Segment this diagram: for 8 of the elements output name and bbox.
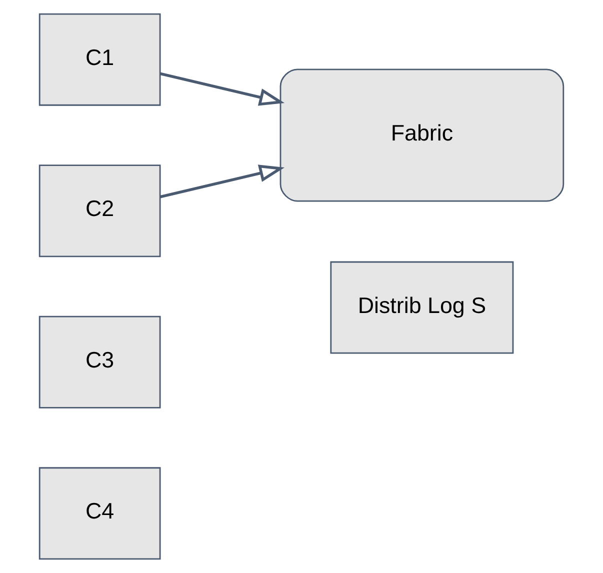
- node-box: C1: [38, 13, 161, 106]
- node-box: Fabric: [280, 68, 564, 202]
- node-box: C2: [38, 164, 161, 258]
- node-box: Distrib Log S: [330, 261, 514, 354]
- node-box: C3: [38, 316, 161, 408]
- node-box: C4: [38, 467, 161, 560]
- arrow: [160, 164, 285, 198]
- arrow: [160, 72, 285, 106]
